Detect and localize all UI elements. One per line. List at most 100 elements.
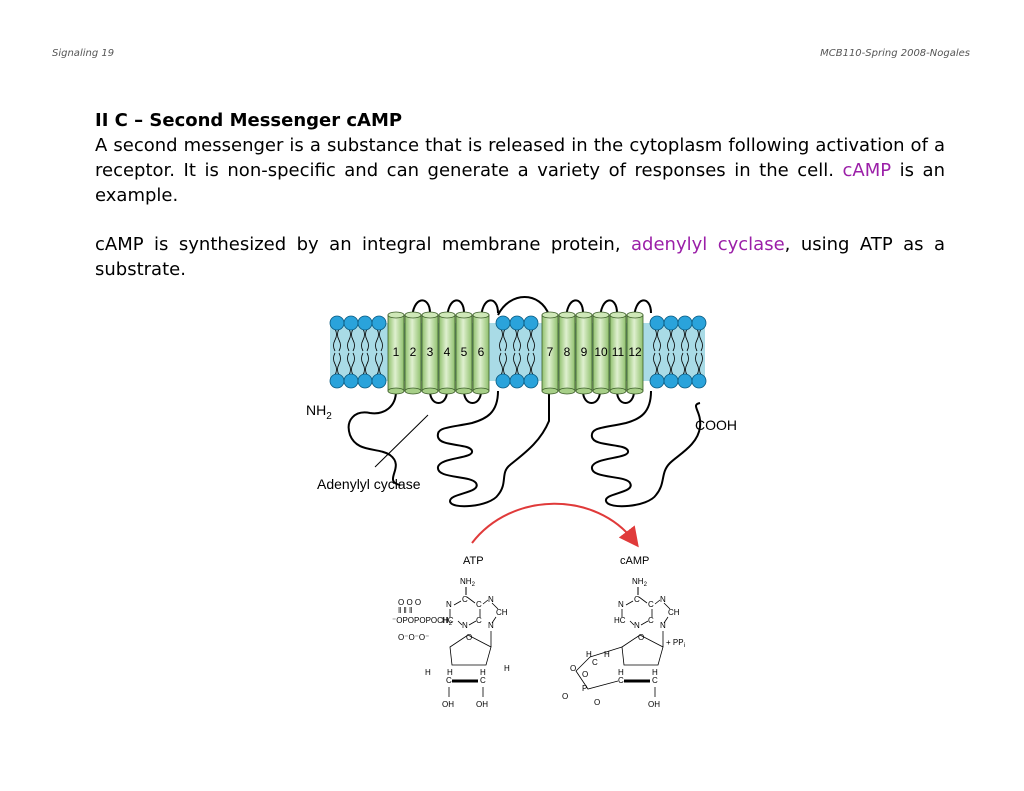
lipid-tail: [681, 352, 685, 376]
lipid-tail: [653, 328, 657, 352]
helix-number: 9: [581, 345, 588, 359]
lipid-tail: [499, 328, 503, 352]
nh2-label: NH2: [306, 402, 332, 422]
svg-text:C: C: [476, 616, 482, 625]
lipid-tail: [527, 352, 531, 376]
helix: 5: [455, 311, 473, 395]
lipid-tail: [347, 352, 351, 376]
lipid-head: [329, 373, 345, 389]
svg-text:O: O: [562, 692, 568, 701]
lipid-head: [663, 373, 679, 389]
svg-text:N: N: [462, 621, 468, 630]
svg-text:+ PPi: + PPi: [666, 638, 685, 649]
para1-text-a: A second messenger is a substance that i…: [95, 135, 945, 181]
helix-top: [558, 311, 576, 319]
camp-highlight: cAMP: [842, 160, 892, 181]
lipid-head: [691, 315, 707, 331]
svg-text:C: C: [476, 600, 482, 609]
lipid-head: [329, 315, 345, 331]
svg-text:O: O: [466, 633, 472, 642]
svg-text:⁻OPOPOPOCH2: ⁻OPOPOPOCH2: [392, 616, 453, 627]
lipid-tail: [351, 328, 355, 352]
helix-number: 2: [410, 345, 417, 359]
svg-text:CH: CH: [668, 608, 680, 617]
label-pointer-line: [374, 414, 429, 468]
svg-text:O⁻O⁻O⁻: O⁻O⁻O⁻: [398, 633, 429, 642]
helix-bottom: [438, 387, 456, 395]
adenylyl-cyclase-highlight: adenylyl cyclase: [631, 234, 785, 255]
svg-text:H: H: [604, 650, 610, 659]
lipid-head: [343, 315, 359, 331]
lipid-tail: [513, 352, 517, 376]
lipid-head: [523, 373, 539, 389]
helix-number: 10: [594, 345, 608, 359]
helix: 12: [626, 311, 644, 395]
reaction-arrow: [471, 502, 639, 548]
svg-text:H: H: [480, 668, 486, 677]
lipid-head: [677, 315, 693, 331]
lipid-head: [663, 315, 679, 331]
svg-text:C: C: [652, 676, 658, 685]
helix-bottom: [421, 387, 439, 395]
helix-bottom: [387, 387, 405, 395]
lipid-tail: [513, 328, 517, 352]
helix: 11: [609, 311, 627, 395]
svg-text:H: H: [504, 664, 510, 673]
helix-top: [455, 311, 473, 319]
page-label: Signaling 19: [52, 48, 115, 59]
paragraph-adenylyl-cyclase: cAMP is synthesized by an integral membr…: [95, 232, 945, 282]
lipid-tail: [517, 328, 521, 352]
helix-top: [421, 311, 439, 319]
svg-text:N: N: [618, 600, 624, 609]
lipid-head: [495, 373, 511, 389]
svg-text:O: O: [638, 633, 644, 642]
helix: 1: [387, 311, 405, 395]
lipid-tail: [695, 328, 699, 352]
helix-number: 3: [427, 345, 434, 359]
helix-bottom: [455, 387, 473, 395]
lipid-head: [509, 373, 525, 389]
svg-text:C: C: [634, 595, 640, 604]
intracellular-loops: [347, 390, 702, 508]
lipid-tail: [499, 352, 503, 376]
helix: 6: [472, 311, 490, 395]
svg-text:C: C: [648, 600, 654, 609]
lipid-head: [677, 373, 693, 389]
para1-text-b: is an example.: [95, 160, 945, 206]
svg-text:O: O: [570, 664, 576, 673]
lipid-tail: [527, 328, 531, 352]
helix-top: [626, 311, 644, 319]
lipid-tail: [685, 328, 689, 352]
lipid-tail: [699, 328, 703, 352]
helix-bottom: [472, 387, 490, 395]
lipid-tail: [337, 352, 341, 376]
lipid-head: [495, 315, 511, 331]
camp-label: cAMP: [620, 555, 649, 567]
helix-bottom: [626, 387, 644, 395]
lipid-head: [371, 315, 387, 331]
lipid-tail: [333, 352, 337, 376]
helix-top: [592, 311, 610, 319]
lipid-tail: [347, 328, 351, 352]
svg-text:OH: OH: [442, 700, 454, 709]
lipid-tail: [671, 328, 675, 352]
helix-top: [438, 311, 456, 319]
svg-text:C: C: [618, 676, 624, 685]
lipid-tail: [375, 328, 379, 352]
helix-number: 5: [461, 345, 468, 359]
helix: 2: [404, 311, 422, 395]
svg-text:O: O: [594, 698, 600, 707]
helix-top: [387, 311, 405, 319]
helix-number: 11: [612, 345, 625, 359]
lipid-tail: [365, 352, 369, 376]
paragraph-second-messenger: A second messenger is a substance that i…: [95, 133, 945, 208]
lipid-tail: [667, 328, 671, 352]
para2-text-a: cAMP is synthesized by an integral membr…: [95, 234, 632, 255]
lipid-tail: [681, 328, 685, 352]
lipid-head: [649, 315, 665, 331]
svg-text:N: N: [446, 600, 452, 609]
svg-text:C: C: [648, 616, 654, 625]
helix-number: 8: [564, 345, 571, 359]
lipid-tail: [351, 352, 355, 376]
